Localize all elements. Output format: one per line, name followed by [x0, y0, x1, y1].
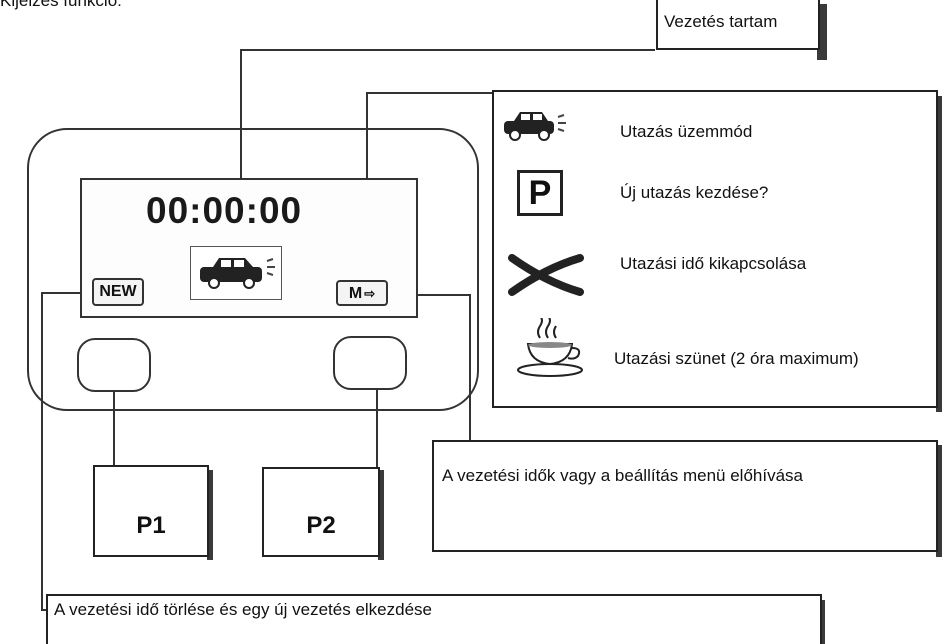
- coffee-cup-icon: [517, 318, 583, 377]
- driving-duration-label: Vezetés tartam: [664, 12, 778, 31]
- left-hardware-button[interactable]: [77, 338, 151, 392]
- m-button-label: M: [348, 285, 363, 302]
- p2-key-label: P2: [306, 512, 336, 539]
- car-icon: [504, 112, 566, 141]
- line-new-reset: [41, 292, 104, 611]
- legend-text-turn-off: Utazási idő kikapcsolása: [620, 254, 807, 273]
- reset-new-trip-label: A vezetési idő törlése és egy új vezetés…: [54, 600, 432, 619]
- p2-key-box: [262, 467, 380, 557]
- parking-p-icon: P: [517, 170, 563, 216]
- line-driving-duration: [240, 49, 655, 182]
- car-indicator: [190, 246, 282, 300]
- car-icon: [200, 258, 275, 289]
- cross-icon: [508, 254, 584, 296]
- driving-duration-box: [656, 0, 820, 50]
- m-button[interactable]: M⇨: [336, 280, 388, 306]
- legend-panel: [492, 90, 938, 408]
- settings-recall-label: A vezetési idők vagy a beállítás menü el…: [442, 466, 803, 485]
- right-hardware-button[interactable]: [333, 336, 407, 390]
- arrow-right-icon: ⇨: [364, 286, 376, 301]
- p1-key-box: [93, 465, 209, 557]
- p1-key-label: P1: [136, 512, 166, 539]
- page-heading: Kijelzés funkció:: [0, 0, 122, 10]
- reset-new-trip-box: [46, 594, 822, 644]
- legend-text-new-trip: Új utazás kezdése?: [620, 183, 769, 202]
- new-button[interactable]: NEW: [92, 278, 144, 306]
- clock-display: 00:00:00: [146, 190, 303, 231]
- legend-text-travel-mode: Utazás üzemmód: [620, 122, 753, 141]
- settings-recall-box: [432, 440, 938, 552]
- device-body: [27, 128, 479, 411]
- legend-text-break: Utazási szünet (2 óra maximum): [614, 349, 859, 368]
